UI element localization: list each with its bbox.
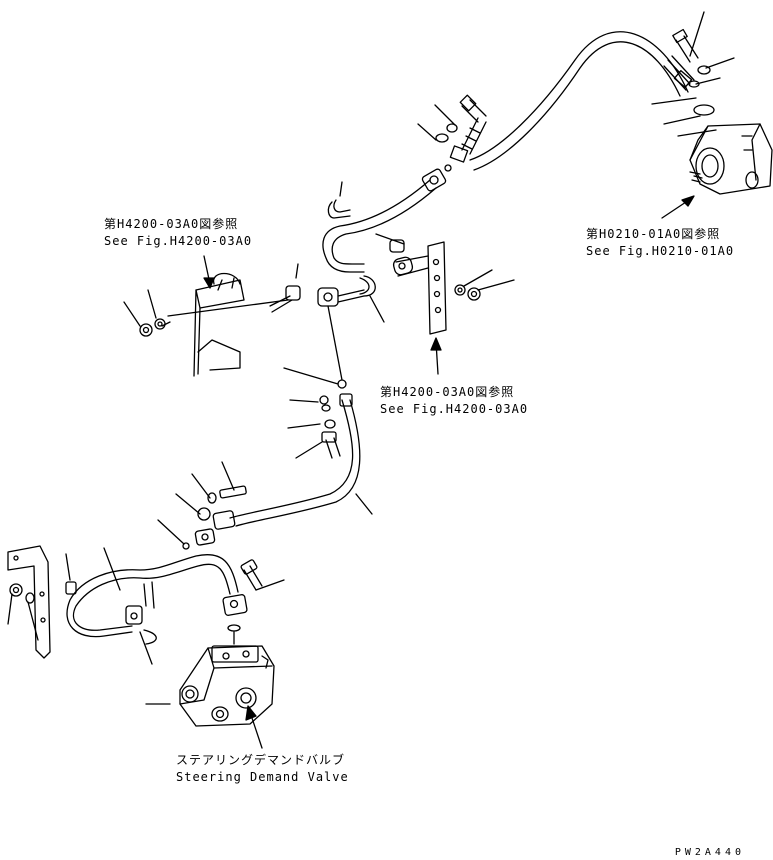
bolt-set-mid-left	[175, 461, 247, 521]
tube-thin-left	[161, 299, 289, 327]
ref-label-bracket: 第H4200-03A0図参照 See Fig.H4200-03A0	[380, 384, 528, 418]
hose-fitting-mid-top	[449, 117, 487, 163]
flange-mid	[157, 519, 216, 550]
steering-demand-valve	[179, 624, 275, 727]
middle-hose	[212, 393, 373, 530]
drawing-code: PW2A440	[674, 847, 745, 858]
ref-upper-left-en: See Fig.H4200-03A0	[104, 234, 253, 248]
u-bolt-upper	[327, 181, 351, 219]
tube-clamp-mid	[317, 275, 385, 323]
lower-tube-loop	[66, 547, 239, 638]
hose-fitting-pump-end	[663, 55, 695, 91]
ref-bracket-jp: 第H4200-03A0図参照	[380, 385, 515, 399]
valve-label-jp: ステアリングデマンドバルブ	[176, 753, 346, 767]
steering-pump	[689, 123, 773, 195]
bracket-lower-left	[7, 545, 77, 659]
tube-upper-left	[322, 179, 437, 273]
ref-pump-jp: 第H0210-01A0図参照	[586, 227, 721, 241]
ref-bracket-en: See Fig.H4200-03A0	[380, 402, 529, 416]
tube-fitting-top	[421, 168, 447, 192]
arrow-bracket-ref-head	[430, 337, 442, 351]
arrow-pump-ref-head	[681, 195, 695, 207]
bolt-washer-mid	[287, 395, 341, 459]
valve-label-en: Steering Demand Valve	[176, 770, 349, 784]
ref-label-upper-left: 第H4200-03A0図参照 See Fig.H4200-03A0	[104, 216, 252, 250]
gasket-pump	[651, 97, 717, 137]
bolt-pump-upper	[672, 11, 735, 88]
ref-upper-left-jp: 第H4200-03A0図参照	[104, 217, 239, 231]
tube-thin-vertical	[283, 305, 347, 389]
small-clamp-left	[269, 263, 301, 313]
nut-washer-right	[454, 269, 515, 301]
nut-washer-left	[123, 289, 166, 337]
arrow-upper-left-ref-head	[203, 277, 215, 289]
valve-label: ステアリングデマンドバルブ Steering Demand Valve	[176, 752, 349, 786]
lower-tube-fitting	[222, 559, 285, 616]
bolt-top-middle	[417, 94, 487, 172]
ref-label-pump: 第H0210-01A0図参照 See Fig.H0210-01A0	[586, 226, 734, 260]
bracket-upper-left	[193, 272, 245, 377]
lower-tube-clamp	[125, 605, 157, 665]
bracket-right	[375, 233, 447, 335]
main-hydraulic-tube	[469, 31, 689, 171]
ref-pump-en: See Fig.H0210-01A0	[586, 244, 735, 258]
arrow-valve-head	[245, 705, 257, 721]
